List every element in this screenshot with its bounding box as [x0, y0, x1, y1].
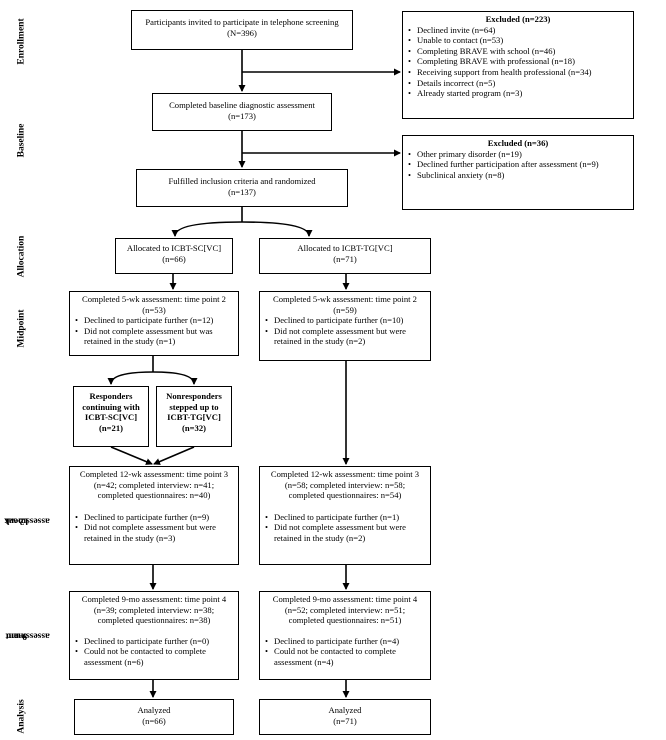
midpoint-tg-count: (n=59) [333, 304, 357, 315]
wk12-sc-item: Declined to participate further (n=9) [74, 512, 234, 523]
connector-responders-12wk [110, 446, 153, 465]
midpoint-tg-item: Did not complete assessment but were ret… [264, 326, 426, 347]
analyzed-tg-count: (n=71) [333, 715, 357, 726]
midpoint-sc-item: Did not complete assessment but was reta… [74, 326, 234, 347]
stage-label-allocation: Allocation [16, 235, 27, 277]
nonresponders-text-2: stepped up to [169, 401, 219, 412]
randomized-box: Fulfilled inclusion criteria and randomi… [136, 169, 348, 207]
excluded-2-item: Declined further participation after ass… [407, 159, 629, 170]
baseline-text: Completed baseline diagnostic assessment [169, 100, 315, 110]
stage-label-baseline: Baseline [16, 123, 27, 157]
wk12-sc-box: Completed 12-wk assessment: time point 3… [69, 466, 239, 565]
excluded-1-item: Details incorrect (n=5) [407, 78, 629, 89]
invited-box: Participants invited to participate in t… [131, 10, 353, 50]
invited-text: Participants invited to participate in t… [145, 17, 339, 27]
connector-split-nonresponders [152, 371, 198, 385]
wk12-sc-text: Completed 12-wk assessment: time point 3 [79, 469, 229, 479]
analyzed-tg-text: Analyzed [328, 705, 362, 715]
wk12-tg-box: Completed 12-wk assessment: time point 3… [259, 466, 431, 565]
allocation-sc-text: Allocated to ICBT-SC[VC] [126, 243, 222, 253]
connector-split-sc [171, 221, 243, 237]
mo9-tg-detail-2: completed questionnaires: n=51) [288, 615, 402, 626]
connector-split-tg [241, 221, 313, 237]
wk12-sc-detail-1: (n=42; completed interview: n=41; [93, 479, 215, 490]
allocation-tg-count: (n=71) [333, 253, 357, 264]
mo9-tg-box: Completed 9-mo assessment: time point 4 … [259, 591, 431, 680]
midpoint-sc-count: (n=53) [142, 304, 166, 315]
midpoint-tg-text: Completed 5-wk assessment: time point 2 [273, 294, 417, 304]
analyzed-sc-text: Analyzed [137, 705, 171, 715]
excluded-1-title: Excluded (n=223) [485, 14, 551, 24]
excluded-1-item: Completing BRAVE with school (n=46) [407, 46, 629, 57]
wk12-tg-detail-2: completed questionnaires: n=54) [288, 490, 402, 501]
analyzed-tg-box: Analyzed (n=71) [259, 699, 431, 735]
mo9-tg-item: Could not be contacted to complete asses… [264, 646, 426, 667]
mo9-sc-text: Completed 9-mo assessment: time point 4 [81, 594, 227, 604]
randomized-text: Fulfilled inclusion criteria and randomi… [168, 176, 316, 186]
allocation-sc-box: Allocated to ICBT-SC[VC] (n=66) [115, 238, 233, 274]
excluded-1-item: Unable to contact (n=53) [407, 35, 629, 46]
nonresponders-text-1: Nonresponders [166, 391, 222, 401]
stage-label-enrollment: Enrollment [16, 17, 27, 65]
midpoint-tg-box: Completed 5-wk assessment: time point 2 … [259, 291, 431, 361]
mo9-sc-box: Completed 9-mo assessment: time point 4 … [69, 591, 239, 680]
wk12-tg-text: Completed 12-wk assessment: time point 3 [270, 469, 420, 479]
mo9-sc-detail-1: (n=39; completed interview: n=38; [93, 604, 215, 615]
wk12-tg-item: Did not complete assessment but were ret… [264, 522, 426, 543]
mo9-sc-detail-2: completed questionnaires: n=38) [97, 615, 211, 626]
responders-text-1: Responders [89, 391, 133, 401]
connector-split-responders [107, 371, 154, 385]
wk12-tg-item: Declined to participate further (n=1) [264, 512, 426, 523]
stage-label-midpoint: Midpoint [16, 308, 27, 348]
midpoint-sc-text: Completed 5-wk assessment: time point 2 [82, 294, 226, 304]
excluded-1-item: Completing BRAVE with professional (n=18… [407, 56, 629, 67]
mo9-sc-item: Could not be contacted to complete asses… [74, 646, 234, 667]
midpoint-sc-box: Completed 5-wk assessment: time point 2 … [69, 291, 239, 356]
nonresponders-text-3: ICBT-TG[VC] [167, 412, 221, 423]
analyzed-sc-count: (n=66) [142, 715, 166, 726]
excluded-box-1: Excluded (n=223) Declined invite (n=64) … [402, 11, 634, 119]
excluded-1-item: Declined invite (n=64) [407, 25, 629, 36]
nonresponders-count: (n=32) [182, 422, 206, 433]
responders-box: Responders continuing with ICBT-SC[VC] (… [73, 386, 149, 447]
midpoint-sc-item: Declined to participate further (n=12) [74, 315, 234, 326]
wk12-tg-detail-1: (n=58; completed interview: n=58; [284, 479, 406, 490]
nonresponders-box: Nonresponders stepped up to ICBT-TG[VC] … [156, 386, 232, 447]
invited-count: (N=396) [227, 27, 257, 38]
excluded-2-item: Other primary disorder (n=19) [407, 149, 629, 160]
baseline-count: (n=173) [228, 110, 256, 121]
allocation-tg-text: Allocated to ICBT-TG[VC] [297, 243, 393, 253]
mo9-tg-detail-1: (n=52; completed interview: n=51; [284, 604, 406, 615]
wk12-sc-detail-2: completed questionnaires: n=40) [97, 490, 211, 501]
excluded-1-item: Already started program (n=3) [407, 88, 629, 99]
excluded-box-2: Excluded (n=36) Other primary disorder (… [402, 135, 634, 210]
responders-text-3: ICBT-SC[VC] [84, 412, 138, 423]
excluded-2-item: Subclinical anxiety (n=8) [407, 170, 629, 181]
mo9-sc-item: Declined to participate further (n=0) [74, 636, 234, 647]
wk12-sc-item: Did not complete assessment but were ret… [74, 522, 234, 543]
analyzed-sc-box: Analyzed (n=66) [74, 699, 234, 735]
responders-text-2: continuing with [82, 401, 140, 412]
stage-label-analysis: Analysis [16, 698, 27, 734]
randomized-count: (n=137) [228, 186, 256, 197]
connector-nonresponders-12wk [153, 446, 195, 465]
responders-count: (n=21) [99, 422, 123, 433]
allocation-sc-count: (n=66) [162, 253, 186, 264]
allocation-tg-box: Allocated to ICBT-TG[VC] (n=71) [259, 238, 431, 274]
excluded-1-item: Receiving support from health profession… [407, 67, 629, 78]
midpoint-tg-item: Declined to participate further (n=10) [264, 315, 426, 326]
excluded-2-title: Excluded (n=36) [487, 138, 549, 148]
mo9-tg-item: Declined to participate further (n=4) [264, 636, 426, 647]
baseline-box: Completed baseline diagnostic assessment… [152, 93, 332, 131]
mo9-tg-text: Completed 9-mo assessment: time point 4 [272, 594, 418, 604]
